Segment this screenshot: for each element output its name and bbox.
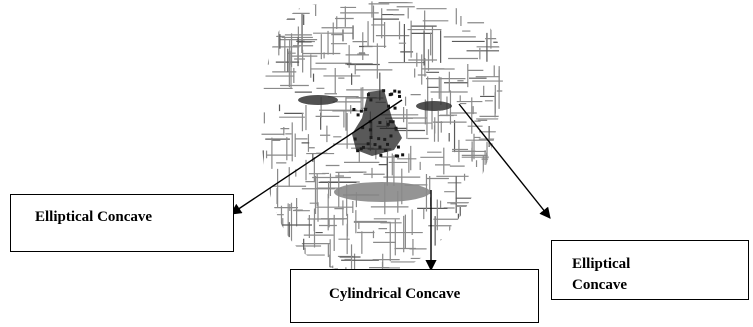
left-eye-region [298,95,338,105]
nose-pixel [359,109,363,113]
nose-pixel [379,153,383,157]
nose-pixel [352,108,356,112]
elliptical-concave-right-text-line2: Concave [572,277,627,293]
nose-pixel [388,93,392,97]
face-depth-texture [261,0,503,274]
arrow-to-right-box [458,103,551,219]
elliptical-concave-left-label: Elliptical Concave [10,194,234,252]
elliptical-concave-left-text: Elliptical Concave [35,209,153,225]
cylindrical-concave-text: Cylindrical Concave [329,286,461,302]
mouth-region [334,182,430,202]
cylindrical-concave-label: Cylindrical Concave [290,269,539,323]
nose-pixel [393,89,397,93]
nose-pixel [356,113,360,117]
elliptical-concave-right-text-line1: Elliptical [572,256,631,272]
nose-pixel [398,94,402,98]
nose-pixel [393,106,397,110]
arrow-to-left-box [230,99,403,215]
nose-pixel [356,149,360,153]
nose-pixel [397,90,401,94]
nose-pixel [396,145,400,149]
feature-regions [298,90,452,202]
pointer-arrows [230,99,551,272]
elliptical-concave-right-label: Elliptical Concave [551,240,749,300]
nose-region [352,90,402,156]
nose-pixel [396,154,400,158]
nose-pixel [401,153,405,157]
right-eye-region [416,101,452,111]
